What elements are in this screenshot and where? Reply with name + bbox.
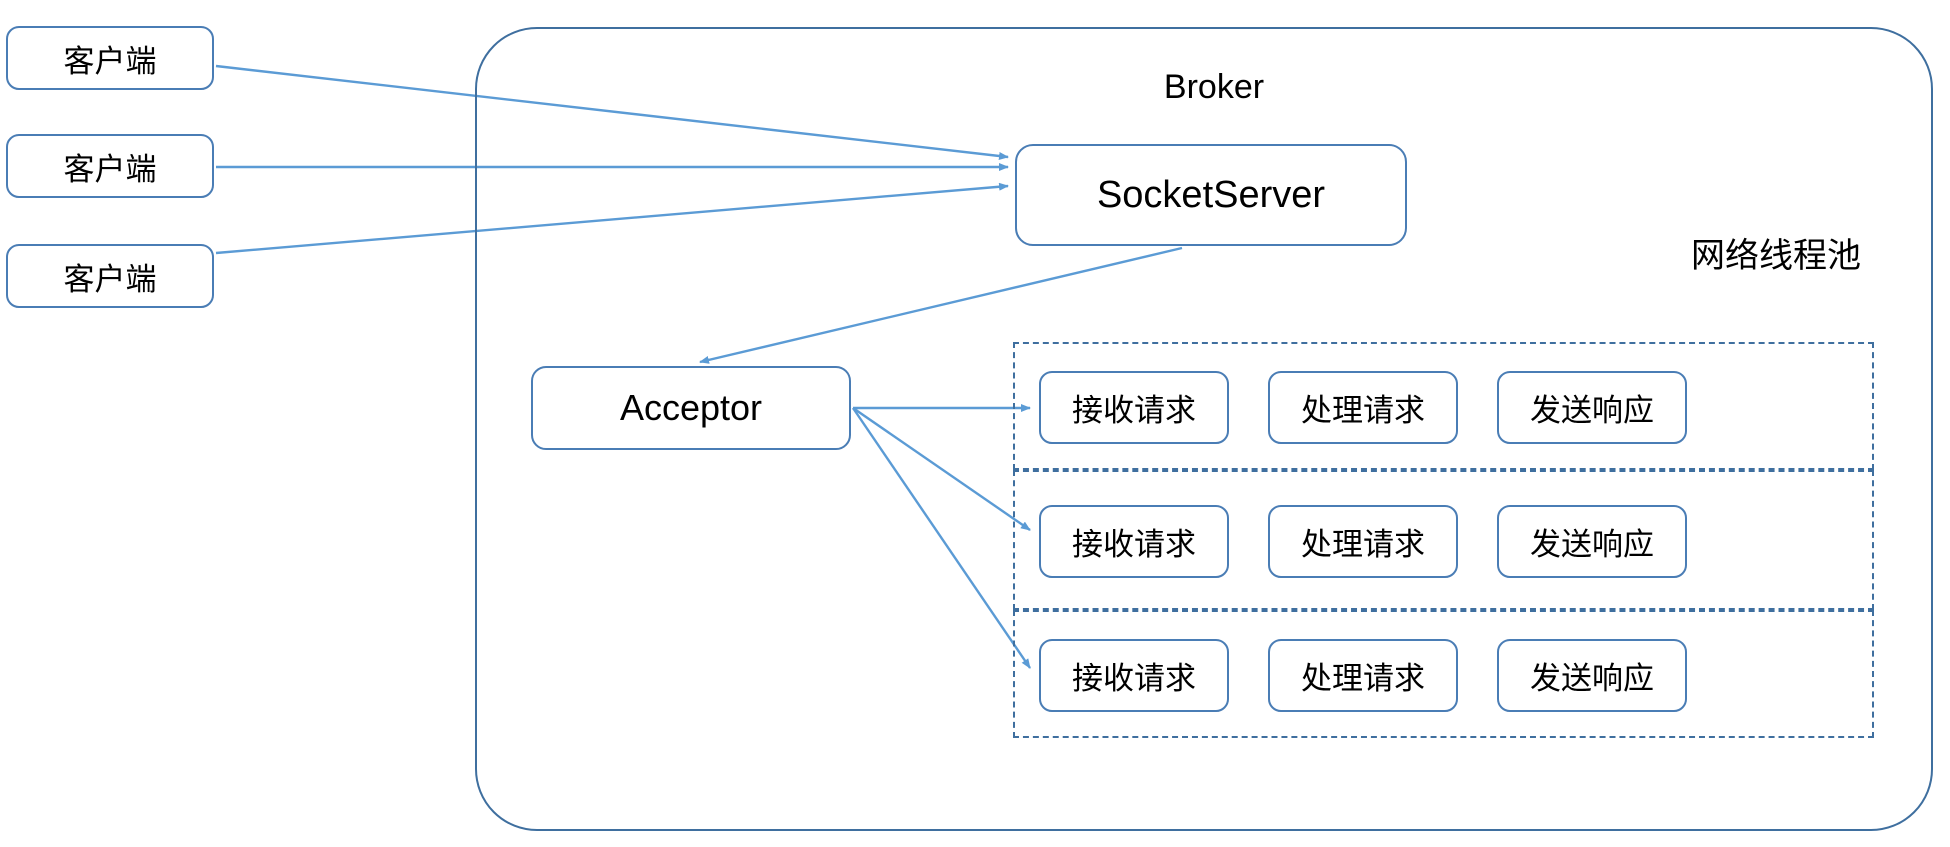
thread-row-3-receive-request[interactable]: 接收请求 — [1039, 639, 1229, 712]
thread-row-2-send-response[interactable]: 发送响应 — [1497, 505, 1687, 578]
thread-row-3-send-response[interactable]: 发送响应 — [1497, 639, 1687, 712]
thread-row-2-receive-request[interactable]: 接收请求 — [1039, 505, 1229, 578]
thread-row-1-handle-request[interactable]: 处理请求 — [1268, 371, 1458, 444]
thread-row-2-send-response-label: 发送响应 — [1530, 527, 1654, 562]
acceptor-label: Acceptor — [619, 387, 763, 428]
thread-row-2-handle-request[interactable]: 处理请求 — [1268, 505, 1458, 578]
thread-row-1-send-response-label: 发送响应 — [1530, 393, 1654, 428]
network-thread-pool-label: 网络线程池 — [1691, 237, 1861, 275]
thread-row-3-receive-request-label: 接收请求 — [1072, 661, 1196, 696]
client-node-2-label: 客户端 — [63, 151, 157, 187]
thread-pool-row-3: 接收请求 处理请求 发送响应 — [1013, 610, 1874, 738]
thread-row-3-send-response-label: 发送响应 — [1530, 661, 1654, 696]
client-node-3[interactable]: 客户端 — [6, 244, 214, 308]
broker-label: Broker — [1163, 68, 1265, 106]
thread-row-1-send-response[interactable]: 发送响应 — [1497, 371, 1687, 444]
socket-server-label: SocketServer — [1096, 173, 1326, 216]
thread-row-3-handle-request[interactable]: 处理请求 — [1268, 639, 1458, 712]
thread-pool-row-1: 接收请求 处理请求 发送响应 — [1013, 342, 1874, 470]
client-node-1[interactable]: 客户端 — [6, 26, 214, 90]
acceptor-node[interactable]: Acceptor — [531, 366, 851, 450]
thread-row-2-receive-request-label: 接收请求 — [1072, 527, 1196, 562]
thread-row-1-handle-request-label: 处理请求 — [1301, 393, 1425, 428]
broker-container — [475, 27, 1933, 831]
thread-row-2-handle-request-label: 处理请求 — [1301, 527, 1425, 562]
thread-pool-row-2: 接收请求 处理请求 发送响应 — [1013, 470, 1874, 610]
thread-row-1-receive-request-label: 接收请求 — [1072, 393, 1196, 428]
socket-server-node[interactable]: SocketServer — [1015, 144, 1407, 246]
client-node-3-label: 客户端 — [63, 261, 157, 297]
client-node-2[interactable]: 客户端 — [6, 134, 214, 198]
thread-row-3-handle-request-label: 处理请求 — [1301, 661, 1425, 696]
client-node-1-label: 客户端 — [63, 43, 157, 79]
thread-row-1-receive-request[interactable]: 接收请求 — [1039, 371, 1229, 444]
